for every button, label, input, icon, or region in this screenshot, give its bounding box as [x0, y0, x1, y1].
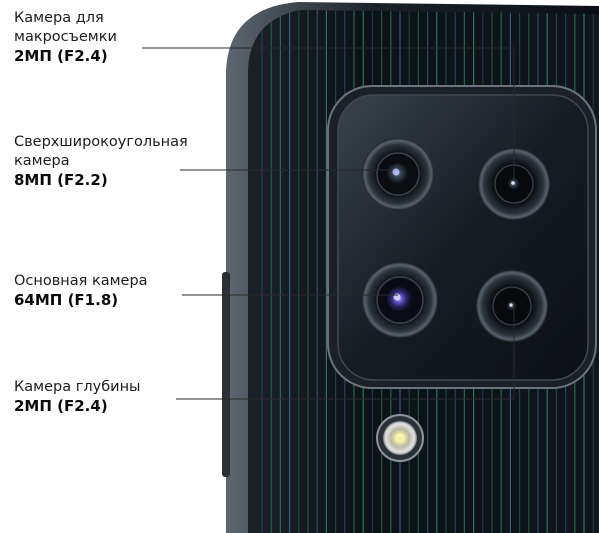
depth-lens	[476, 270, 548, 342]
callout-macro-spec: 2МП (F2.4)	[14, 47, 108, 65]
callout-main-name: Основная камера	[14, 273, 148, 289]
macro-lens	[478, 148, 550, 220]
callout-ultrawide-spec: 8МП (F2.2)	[14, 171, 108, 189]
flash-led	[376, 414, 424, 462]
callout-macro-name: Камера для макросъемки	[14, 10, 117, 45]
callout-main-camera: Основная камера 64МП (F1.8)	[14, 272, 148, 310]
leader-line-macro	[142, 47, 515, 180]
leader-lines	[142, 47, 515, 400]
side-button	[222, 272, 230, 477]
leader-line-depth	[176, 306, 515, 400]
main-lens	[362, 262, 438, 338]
callout-ultrawide-camera: Сверхширокоугольная камера 8МП (F2.2)	[14, 133, 188, 190]
callout-ultrawide-name: Сверхширокоугольная камера	[14, 134, 188, 169]
callout-macro-camera: Камера для макросъемки 2МП (F2.4)	[14, 9, 117, 66]
camera-module	[337, 94, 589, 381]
callout-depth-spec: 2МП (F2.4)	[14, 397, 108, 415]
callout-depth-name: Камера глубины	[14, 379, 141, 395]
callout-depth-camera: Камера глубины 2МП (F2.4)	[14, 378, 141, 416]
ultrawide-lens	[362, 138, 434, 210]
callout-main-spec: 64МП (F1.8)	[14, 291, 119, 309]
